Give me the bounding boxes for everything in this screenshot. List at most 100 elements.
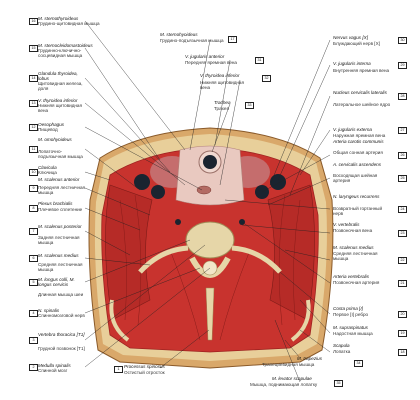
label-russian: Трапециевидная мышца xyxy=(262,362,315,367)
label-russian: Щитовидная железа, доля xyxy=(38,81,83,91)
vertebral-body xyxy=(185,221,235,259)
label-russian: Передняя лестничная мышца xyxy=(38,185,86,195)
label-number: 13 xyxy=(29,100,38,107)
label-russian: Позвоночная вена xyxy=(333,228,373,233)
label-number: 6 xyxy=(29,255,38,262)
left-vertebral-artery xyxy=(175,219,181,225)
label-russian: Первое [I] ребро xyxy=(333,312,369,317)
label-latin: Oesophagus xyxy=(38,122,65,127)
label-latin: Vertebra thoracica [T1] xyxy=(38,332,85,337)
bottom-leader-lines xyxy=(159,319,301,383)
muscle-fibers xyxy=(119,194,301,341)
label-russian: Нижняя щитовидная вена xyxy=(38,103,82,113)
label-latin: N. laryngeus recurrens xyxy=(333,194,380,199)
label-number: 30 xyxy=(398,37,407,44)
left-common-carotid xyxy=(151,185,165,199)
label-russian: Передняя яремная вена xyxy=(185,60,237,65)
label-russian: Задняя лестничная мышца xyxy=(38,235,80,245)
label-latin: Nucleus cervicalis lateralis xyxy=(333,90,387,95)
label-number: 32 xyxy=(262,75,271,82)
label-russian: Длинная мышца шеи xyxy=(38,292,84,297)
label-number: 35 xyxy=(334,380,343,387)
label-number: 20 xyxy=(398,311,407,318)
left-lateral-muscle xyxy=(105,184,153,321)
label-latin: M. scalenus medius xyxy=(333,245,374,250)
label-latin: V. vertebralis xyxy=(333,222,360,227)
label-russian: Спинномозговой нерв xyxy=(38,313,85,318)
label-russian: Грудино-щитовидная мышца xyxy=(38,21,100,26)
label-number: 12 xyxy=(29,124,38,131)
label-number: 24 xyxy=(398,206,407,213)
label-russian: Блуждающий нерв [X] xyxy=(333,41,380,46)
label-latin: M. longus colli, M. longus cervicis xyxy=(38,277,75,287)
left-scapula xyxy=(109,299,130,342)
label-russian: Общая сонная артерия xyxy=(333,150,383,155)
label-russian: Лопатка xyxy=(333,349,351,354)
label-latin: Scapula xyxy=(333,343,350,348)
label-latin: M. sternocleidomastoideus xyxy=(38,43,93,48)
label-number: 21 xyxy=(398,280,407,287)
label-russian: Внутренняя яремная вена xyxy=(333,68,390,73)
label-russian: Надостная мышца xyxy=(333,331,373,336)
right-first-rib xyxy=(231,245,282,274)
left-first-rib xyxy=(138,245,189,274)
label-number: 9 xyxy=(29,185,38,192)
label-latin: M. scalenus anterior xyxy=(38,177,80,182)
right-scapula xyxy=(290,299,311,342)
label-latin: Costa prima [I] xyxy=(333,306,363,311)
right-leader-lines xyxy=(224,39,331,353)
label-latin: N. spinalis xyxy=(38,308,60,313)
label-number: 15 xyxy=(29,45,38,52)
label-latin: Medulla spinalis xyxy=(38,363,71,368)
label-russian: Наружная яремная вена xyxy=(333,133,386,138)
label-russian: Плечевое сплетение xyxy=(38,207,83,212)
label-russian: Средняя лестничная мышца xyxy=(333,251,378,261)
label-latin: Clavicula xyxy=(38,165,57,170)
label-latin: Arteria carotis communis xyxy=(333,139,384,144)
spinous-process xyxy=(205,287,215,341)
label-latin: M. scalenus posterior xyxy=(38,224,82,229)
label-number: 19 xyxy=(398,330,407,337)
label-number: 33 xyxy=(245,102,254,109)
label-number: 5 xyxy=(29,279,38,286)
label-russian: Латеральное шейное ядро xyxy=(333,102,391,107)
label-latin: Nervus vagus [X] xyxy=(333,35,368,40)
label-latin: M. trapezius xyxy=(297,356,323,361)
oesophagus xyxy=(196,185,212,195)
label-russian: Восходящая шейная артерия xyxy=(333,173,378,183)
label-russian: Мышца, поднимающая лопатку xyxy=(250,382,318,387)
label-russian: Остистый отросток xyxy=(124,370,165,375)
left-internal-jugular xyxy=(134,174,150,190)
label-latin: Plexus brachialis xyxy=(38,201,73,206)
label-number: 25 xyxy=(398,175,407,182)
label-number: 22 xyxy=(398,257,407,264)
label-number: 28 xyxy=(398,93,407,100)
label-latin: Processus spinosus xyxy=(124,364,165,369)
label-number: 16 xyxy=(29,18,38,25)
label-latin: V. jugularis anterior xyxy=(185,54,225,59)
label-number: 8 xyxy=(29,205,38,212)
label-number: 3 xyxy=(29,337,38,344)
label-latin: M. sternohyoideus xyxy=(160,32,198,37)
label-latin: V. jugularis interna xyxy=(333,61,371,66)
label-latin: M. sternothyroideus xyxy=(38,16,79,21)
label-latin: Glandula thyroidea, lobus xyxy=(38,71,78,81)
label-latin: M. scalenus medius xyxy=(38,253,79,258)
label-number: 11 xyxy=(29,146,38,153)
label-number: 27 xyxy=(398,127,407,134)
label-number: 23 xyxy=(398,230,407,237)
label-number: 14 xyxy=(29,75,38,82)
label-russian: Нижняя щитовидная вена xyxy=(200,80,244,90)
label-number: 10 xyxy=(29,169,38,176)
label-latin: V. jugularis externa xyxy=(333,127,372,132)
label-number: 34 xyxy=(354,360,363,367)
label-russian: Средняя лестничная мышца xyxy=(38,262,83,272)
label-russian: Спинной мозг xyxy=(38,368,68,373)
label-latin: V. thyroidea inferior xyxy=(38,98,78,103)
label-russian: Пищевод xyxy=(38,127,58,132)
label-latin: A. cervicalis ascendens xyxy=(333,162,382,167)
label-number: 4 xyxy=(29,310,38,317)
label-latin: V. thyroidea inferior xyxy=(200,73,240,78)
top-leader-lines xyxy=(189,39,241,186)
